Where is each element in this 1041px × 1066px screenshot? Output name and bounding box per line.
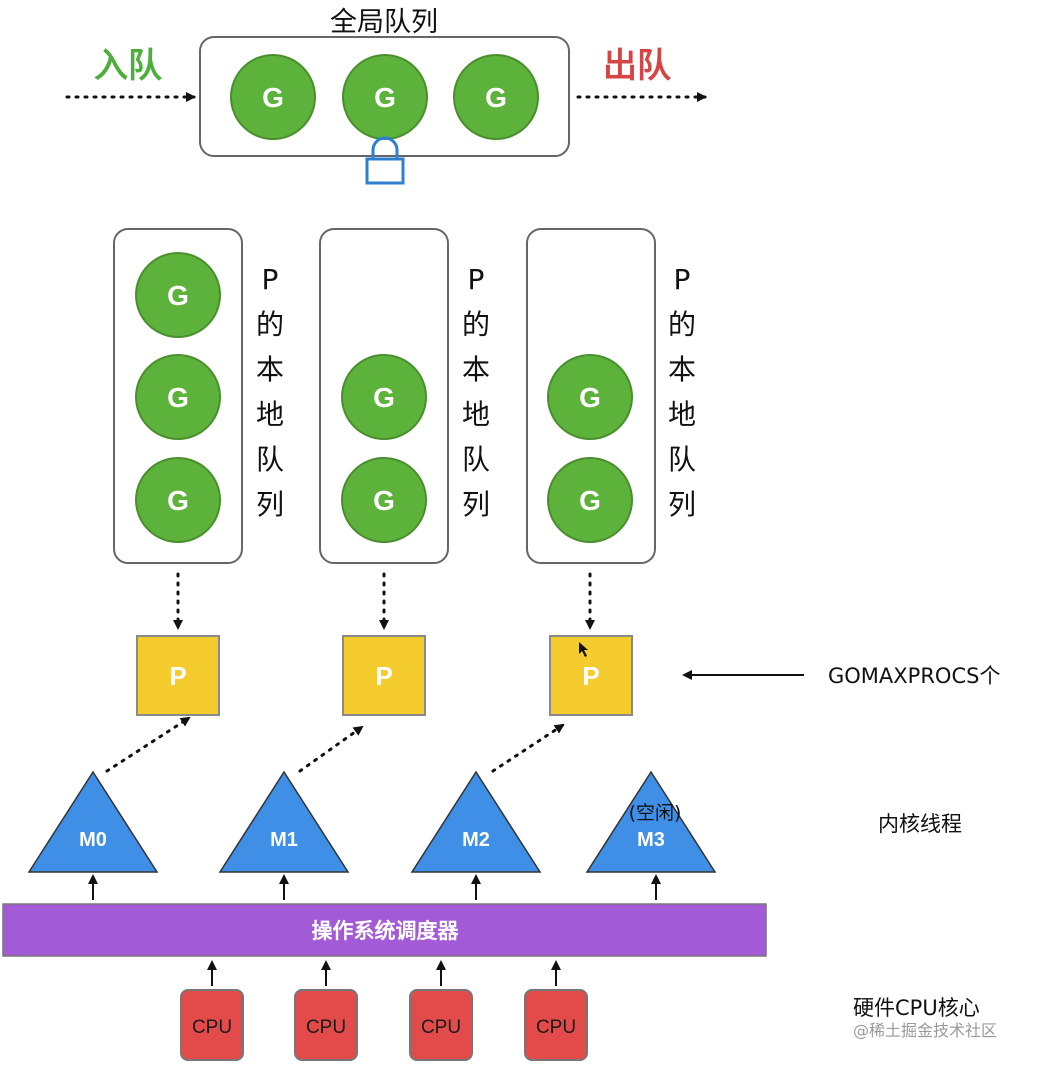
scheduler-label: 操作系统调度器	[312, 919, 460, 943]
goroutine: G	[135, 457, 221, 543]
hardware-label: 硬件CPU核心	[853, 996, 980, 1020]
goroutine-label: G	[167, 485, 189, 516]
goroutine: G	[547, 354, 633, 440]
goroutine-label: G	[374, 82, 396, 113]
cpu-label: CPU	[306, 1017, 346, 1038]
cursor-icon	[579, 642, 588, 657]
thread-m2: M2	[410, 770, 542, 873]
dequeue-label: 出队	[603, 46, 672, 86]
cpu-label: CPU	[192, 1017, 232, 1038]
local-queue-1: G G	[319, 228, 449, 564]
lock-icon	[365, 136, 405, 185]
goroutine-label: G	[167, 280, 189, 311]
goroutine-label: G	[579, 382, 601, 413]
goroutine-label: G	[579, 485, 601, 516]
thread-to-p-arrow	[105, 716, 191, 773]
enqueue-label: 入队	[94, 46, 163, 86]
goroutine: G	[547, 457, 633, 543]
goroutine: G	[230, 54, 316, 140]
cpu-label: CPU	[536, 1017, 576, 1038]
processor: P	[136, 635, 220, 716]
goroutine-label: G	[485, 82, 507, 113]
thread-note: (空闲)	[629, 802, 682, 824]
kernel-thread-label: 内核线程	[878, 812, 962, 836]
cpu-core: CPU	[409, 989, 473, 1061]
cpu-core: CPU	[524, 989, 588, 1061]
thread-to-p-arrow	[491, 723, 565, 773]
gomaxprocs-label: GOMAXPROCS个	[828, 664, 1000, 688]
goroutine: G	[341, 354, 427, 440]
thread-to-p-arrow	[298, 725, 364, 773]
thread-label: M1	[270, 829, 298, 851]
processor-label: P	[375, 661, 392, 691]
thread-m0: M0	[27, 770, 159, 873]
goroutine: G	[453, 54, 539, 140]
watermark: @稀土掘金技术社区	[853, 1021, 997, 1040]
local-queue-0: G G G	[113, 228, 243, 564]
local-queue-2: G G	[526, 228, 656, 564]
cpu-core: CPU	[180, 989, 244, 1061]
goroutine: G	[135, 354, 221, 440]
thread-m1: M1	[218, 770, 350, 873]
goroutine: G	[135, 252, 221, 338]
os-scheduler: 操作系统调度器	[2, 903, 767, 957]
goroutine-label: G	[262, 82, 284, 113]
cpu-label: CPU	[421, 1017, 461, 1038]
thread-m3: (空闲) M3	[585, 770, 717, 873]
global-queue-items: G G G	[230, 54, 539, 140]
goroutine-label: G	[373, 382, 395, 413]
thread-label: M3	[637, 829, 665, 851]
global-queue-title: 全局队列	[330, 7, 438, 38]
processor: P	[549, 635, 633, 716]
processor: P	[342, 635, 426, 716]
goroutine-label: G	[167, 382, 189, 413]
thread-label: M0	[79, 829, 107, 851]
goroutine: G	[341, 457, 427, 543]
cpu-core: CPU	[294, 989, 358, 1061]
processor-label: P	[169, 661, 186, 691]
thread-label: M2	[462, 829, 490, 851]
goroutine-label: G	[373, 485, 395, 516]
goroutine: G	[342, 54, 428, 140]
processor-label: P	[582, 661, 599, 691]
